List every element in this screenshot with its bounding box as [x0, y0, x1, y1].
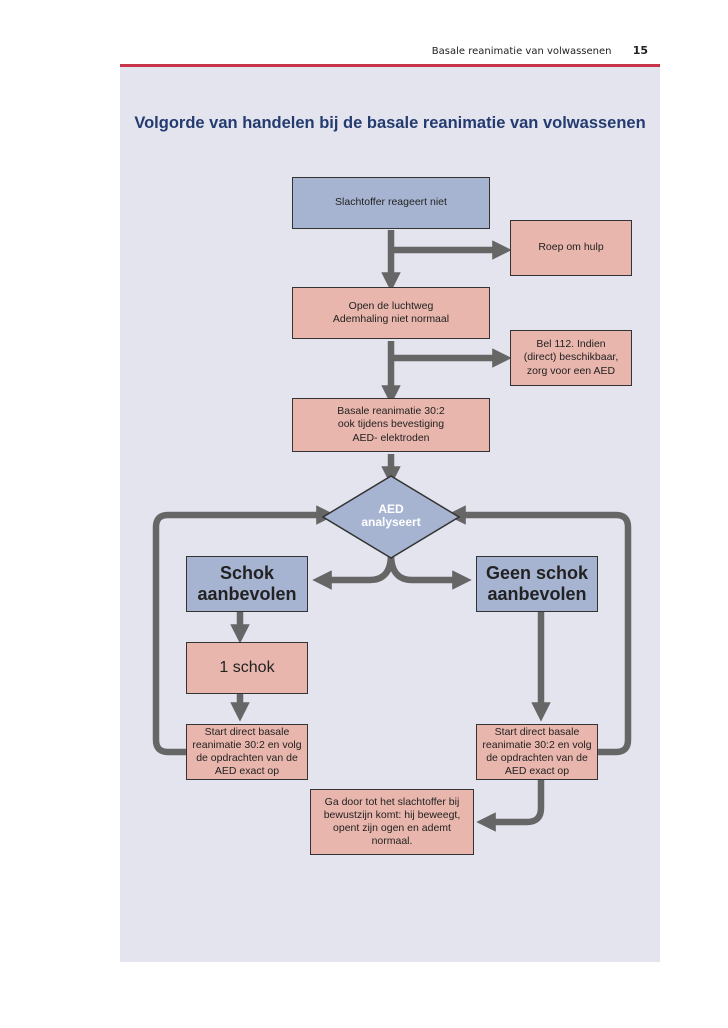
page-number: 15	[632, 44, 648, 57]
aed-analyses-label: AED analyseert	[361, 502, 421, 530]
step-continue: Ga door tot het slachtoffer bij bewustzi…	[310, 789, 474, 855]
arrow-aed-to-no-shock	[387, 553, 472, 590]
accent-rule	[120, 64, 660, 67]
step-shock-advised: Schok aanbevolen	[186, 556, 308, 612]
step-no-shock-advised: Geen schok aanbevolen	[476, 556, 598, 612]
step-open-airway: Open de luchtweg Ademhaling niet normaal	[292, 287, 490, 339]
loop-right-back-to-aed	[446, 505, 632, 756]
arrow-resume-to-continue	[476, 780, 545, 832]
loop-left-back-to-aed	[152, 505, 336, 756]
step-resume-cpr-right: Start direct basale reanimatie 30:2 en v…	[476, 724, 598, 780]
diagram-title: Volgorde van handelen bij de basale rean…	[134, 114, 646, 132]
step-call-help: Roep om hulp	[510, 220, 632, 276]
arrow-aed-to-shock	[312, 553, 395, 590]
step-one-shock: 1 schok	[186, 642, 308, 694]
step-unresponsive: Slachtoffer reageert niet	[292, 177, 490, 229]
step-cpr: Basale reanimatie 30:2 ook tijdens beves…	[292, 398, 490, 452]
step-resume-cpr-left: Start direct basale reanimatie 30:2 en v…	[186, 724, 308, 780]
aed-decision-diamond	[321, 475, 461, 559]
running-title: Basale reanimatie van volwassenen	[431, 46, 612, 57]
running-header: Basale reanimatie van volwassenen 15	[432, 44, 648, 57]
step-call-112: Bel 112. Indien (direct) beschikbaar, zo…	[510, 330, 632, 386]
